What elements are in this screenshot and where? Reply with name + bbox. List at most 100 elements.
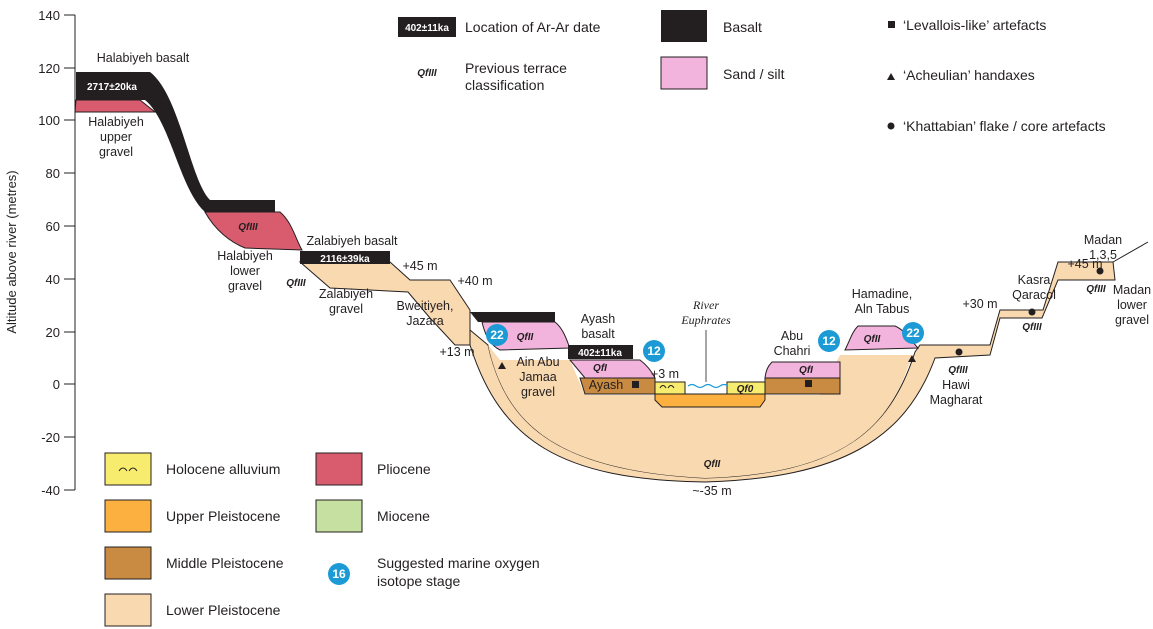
terrace-label: QfIII: [286, 278, 306, 289]
legend-terrace-example: QfIII: [417, 68, 437, 79]
tick-label: 100: [38, 113, 60, 128]
label-madan-lower: gravel: [1115, 313, 1149, 327]
ain-basalt: [470, 312, 555, 322]
zalabiyeh-terrace: [298, 261, 471, 346]
legend-middle-label: Middle Pleistocene: [166, 555, 284, 571]
label-hawi-magharat: Hawi: [942, 378, 970, 392]
legend-date-desc: Location of Ar-Ar date: [465, 19, 601, 35]
date-ayash: 402±11ka: [578, 348, 622, 359]
legend-sand-label: Sand / silt: [723, 66, 785, 82]
terrace-label: QfII: [517, 332, 534, 343]
mis-circle: [818, 330, 840, 352]
label-plus3: +3 m: [651, 367, 679, 381]
legend-miocene-swatch: [315, 499, 363, 533]
khattabian-dot-icon: [1096, 267, 1104, 275]
label-halabiyeh-upper: upper: [100, 130, 132, 144]
levallois-square-icon: [888, 21, 895, 28]
mis-label: 12: [647, 344, 661, 358]
mis-markers: 22 12 12 22: [486, 322, 924, 362]
terrace-label: QfIII: [948, 365, 968, 376]
label-hawi-magharat: Magharat: [930, 393, 983, 407]
label-halabiyeh-lower: lower: [230, 264, 260, 278]
legend-khattabian-label: ‘Khattabian’ flake / core artefacts: [903, 118, 1106, 134]
legend-acheulian-label: ‘Acheulian’ handaxes: [903, 67, 1035, 83]
legend-miocene-label: Miocene: [377, 508, 430, 524]
legend-upper-swatch: [104, 499, 152, 533]
legend-pliocene-label: Pliocene: [377, 461, 431, 477]
label-madan: Madan: [1084, 233, 1122, 247]
halabiyeh-lower-gravel: [204, 211, 303, 251]
khattabian-dot-icon: [1028, 308, 1036, 316]
label-bweitiyeh: Bweitiyeh,: [397, 299, 454, 313]
right-slope-line: [1112, 241, 1149, 263]
legend-upper-label: Upper Pleistocene: [166, 508, 281, 524]
terrace-label: Qf0: [737, 384, 754, 395]
label-kasra-qaracol: Kasra: [1018, 273, 1051, 287]
label-plus45: +45 m: [402, 259, 437, 273]
terrace-label: QfIII: [1022, 322, 1042, 333]
abu-sand-silt: [764, 361, 841, 379]
y-axis: 140 120 100 80 60 40 20 0 -20 -40 Altitu…: [4, 8, 76, 498]
holocene-alluvium: [654, 381, 686, 395]
label-halabiyeh-lower: Halabiyeh: [217, 249, 273, 263]
abu-middle-pleistocene: [764, 377, 841, 395]
tick-label: -20: [41, 430, 60, 445]
terrace-label: QfI: [799, 365, 813, 376]
legend-basalt-swatch: [661, 10, 707, 42]
label-zalabiyeh-gravel: Zalabiyeh: [319, 287, 373, 301]
mis-circle: [328, 563, 350, 585]
label-halabiyeh-basalt: Halabiyeh basalt: [97, 51, 190, 65]
ayash-basalt: [568, 345, 633, 359]
label-bweitiyeh: Jazara: [406, 314, 444, 328]
label-madan-lower: lower: [1117, 298, 1147, 312]
legend-basalt-label: Basalt: [723, 19, 762, 35]
tick-label: 140: [38, 8, 60, 23]
label-halabiyeh-lower: gravel: [228, 279, 262, 293]
mis-label: 22: [490, 328, 504, 342]
label-zalabiyeh-basalt: Zalabiyeh basalt: [306, 234, 398, 248]
label-depth: ~-35 m: [692, 484, 731, 498]
mis-circle: [643, 340, 665, 362]
hamadine-sand-silt: [844, 325, 920, 351]
label-plus30: +30 m: [962, 297, 997, 311]
ayash-sand-silt: [568, 359, 656, 379]
y-axis-label: Altitude above river (metres): [4, 170, 19, 333]
handaxe-triangle-icon: [498, 362, 506, 369]
levallois-square-icon: [805, 380, 812, 387]
label-plus45b: +45 m: [1067, 257, 1102, 271]
handaxe-triangle-icon: [887, 73, 895, 80]
handaxe-triangle-icon: [908, 355, 916, 362]
halabiyeh-upper-gravel: [74, 99, 157, 113]
tick-label: 20: [46, 325, 60, 340]
legend-sand-swatch: [660, 56, 708, 90]
legend-levallois-label: ‘Levallois-like’ artefacts: [903, 17, 1046, 33]
label-halabiyeh-upper: gravel: [99, 145, 133, 159]
legend-top: 402±11ka Location of Ar-Ar date QfIII Pr…: [398, 10, 1106, 134]
label-ain-abu-jamaa: gravel: [521, 385, 555, 399]
terrace-label: QfII: [704, 459, 721, 470]
label-abu-chahri: Abu: [781, 329, 803, 343]
place-labels: Halabiyeh basalt Halabiyeh upper gravel …: [88, 51, 1151, 498]
label-ain-abu-jamaa: Ain Abu: [516, 355, 559, 369]
legend-holocene-swatch: [104, 452, 152, 486]
legend-date-example: 402±11ka: [405, 23, 449, 34]
date-zalabiyeh: 2116±39ka: [320, 254, 370, 265]
upper-pleistocene-channel: [654, 393, 766, 408]
mis-label: 22: [906, 326, 920, 340]
artefact-symbols: [498, 267, 1104, 389]
tick-label: 60: [46, 219, 60, 234]
legend-terrace-desc: classification: [465, 77, 544, 93]
mis-label: 12: [822, 334, 836, 348]
river-water: [687, 383, 729, 389]
levallois-square-icon: [632, 381, 639, 388]
label-abu-chahri: Chahri: [774, 344, 811, 358]
legend-lower-swatch: [104, 593, 152, 627]
label-plus13: +13 m: [439, 345, 474, 359]
khattabian-dot-icon: [887, 122, 895, 130]
label-ayash: Ayash: [589, 378, 624, 392]
label-river: Euphrates: [680, 313, 731, 327]
legend-pliocene-swatch: [315, 452, 363, 486]
tick-label: 0: [53, 377, 60, 392]
label-ain-abu-jamaa: Jamaa: [519, 370, 557, 384]
